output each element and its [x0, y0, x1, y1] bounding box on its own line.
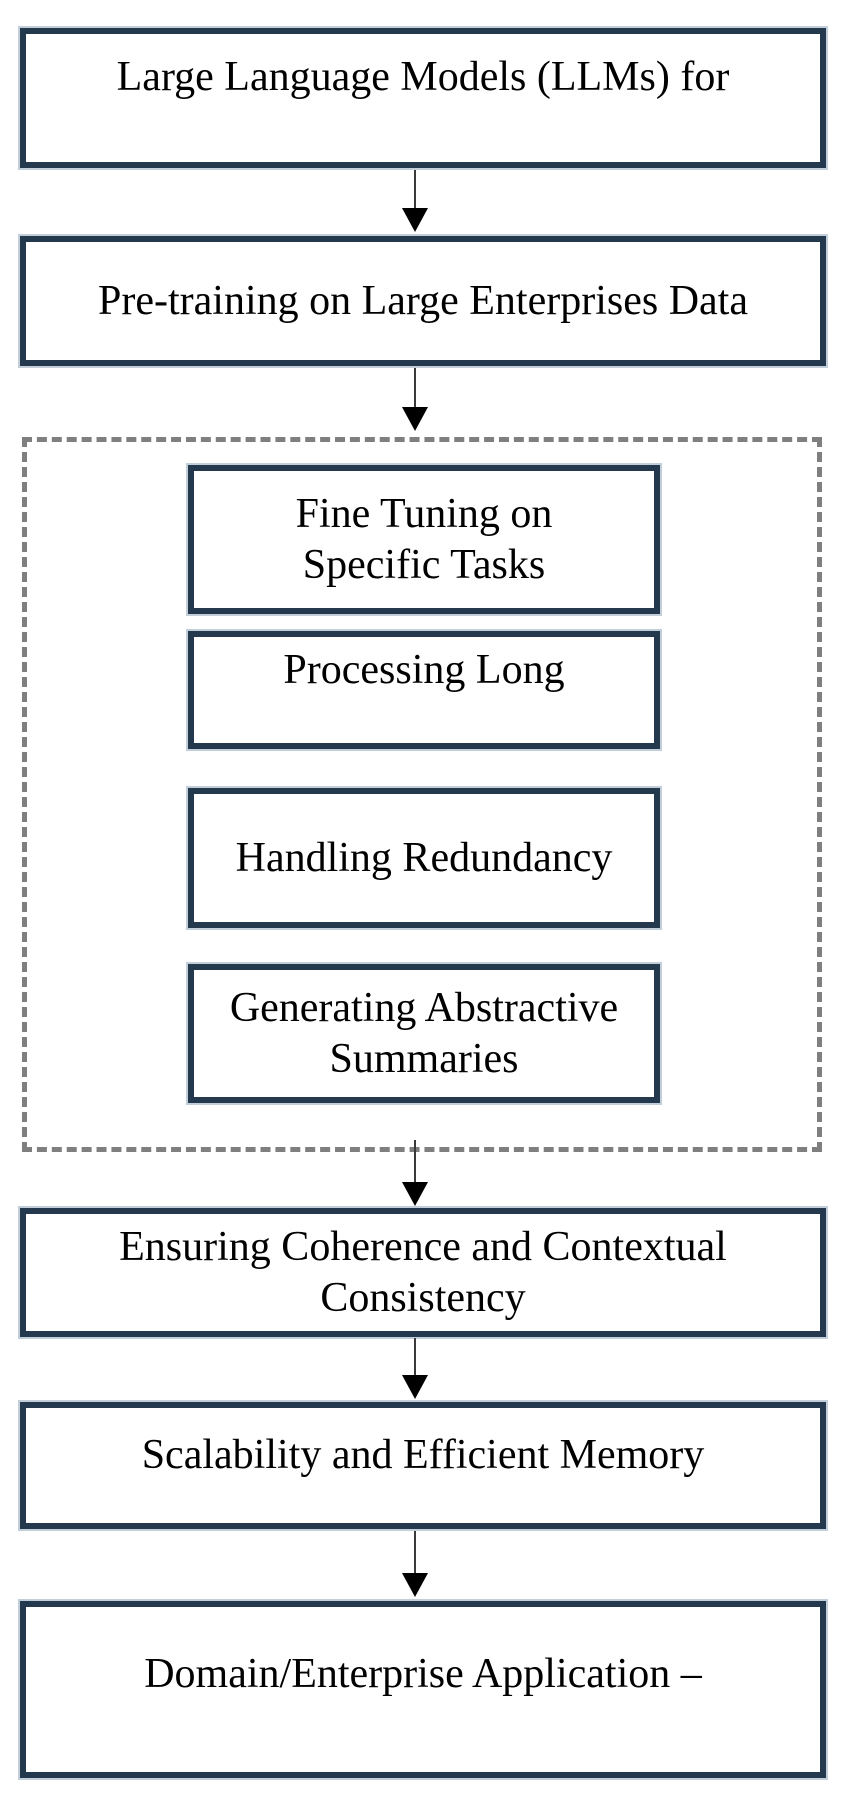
arrow-coherence-to-scalability [402, 1338, 428, 1399]
arrow-shaft [414, 170, 416, 208]
flow-box-fine-tuning-label: Fine Tuning on Specific Tasks [295, 491, 553, 588]
arrow-scalability-to-domain [402, 1531, 428, 1597]
flow-box-pretraining-label: Pre-training on Large Enterprises Data [98, 277, 748, 324]
flow-box-domain-application-label: Domain/Enterprise Application – [144, 1651, 702, 1698]
arrow-down-icon [402, 1573, 428, 1597]
arrow-down-icon [402, 1182, 428, 1206]
arrow-down-icon [402, 407, 428, 431]
flow-box-generating-abstractive-label: Generating Abstractive Summaries [229, 985, 619, 1082]
challenges-dashed-group [22, 437, 822, 1152]
arrow-shaft [414, 368, 416, 407]
flow-box-handling-redundancy-label: Handling Redundancy [235, 834, 613, 881]
flow-box-generating-abstractive: Generating Abstractive Summaries [188, 964, 660, 1103]
flow-box-pretraining: Pre-training on Large Enterprises Data [20, 236, 826, 366]
flow-box-domain-application: Domain/Enterprise Application – [20, 1601, 826, 1778]
flow-box-ensuring-coherence: Ensuring Coherence and Contextual Consis… [20, 1208, 826, 1337]
arrow-shaft [414, 1531, 416, 1573]
arrow-down-icon [402, 208, 428, 232]
arrow-shaft [414, 1338, 416, 1375]
flow-box-ensuring-coherence-label: Ensuring Coherence and Contextual Consis… [119, 1224, 727, 1321]
flow-box-processing-long: Processing Long [188, 631, 660, 749]
flow-box-handling-redundancy: Handling Redundancy [188, 788, 660, 928]
arrow-down-icon [402, 1375, 428, 1399]
flow-box-scalability-label: Scalability and Efficient Memory [141, 1432, 705, 1479]
arrow-group-to-coherence [402, 1140, 428, 1206]
flow-box-llms: Large Language Models (LLMs) for [20, 28, 826, 168]
flow-box-fine-tuning: Fine Tuning on Specific Tasks [188, 465, 660, 614]
arrow-pretraining-to-group [402, 368, 428, 431]
flow-box-llms-label: Large Language Models (LLMs) for [116, 54, 730, 100]
flow-box-scalability: Scalability and Efficient Memory [20, 1402, 826, 1529]
arrow-llms-to-pretraining [402, 170, 428, 232]
flow-box-processing-long-label: Processing Long [283, 647, 565, 693]
arrow-shaft [414, 1140, 416, 1182]
